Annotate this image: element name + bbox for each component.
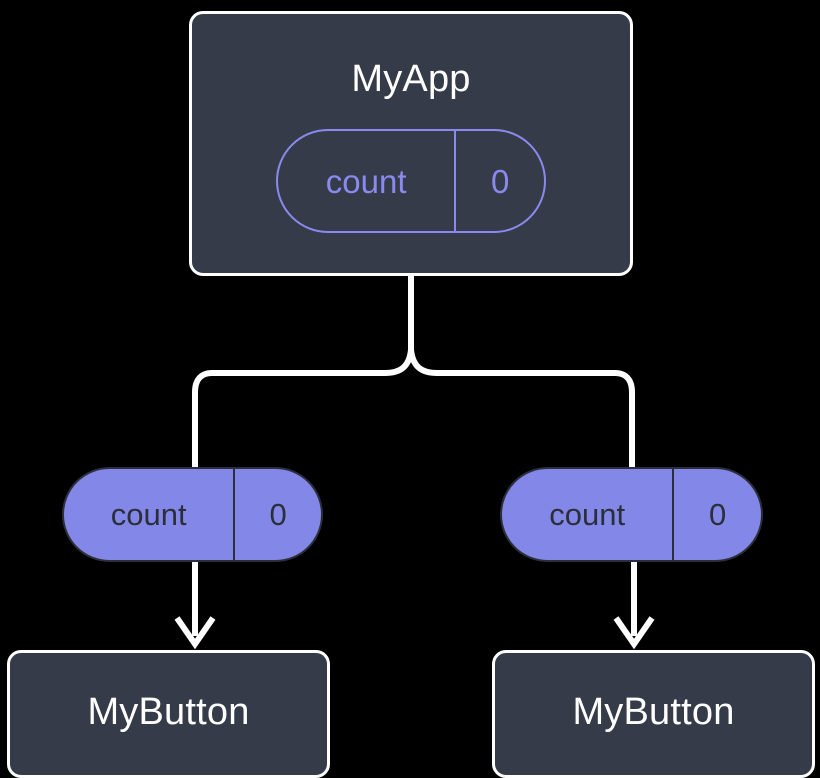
props-key-label: count (110, 497, 187, 532)
arrow-head-left (174, 616, 216, 650)
component-node-mybutton-right[interactable]: MyButton (492, 650, 815, 778)
component-name-mybutton-right: MyButton (572, 691, 735, 733)
connector-branch-right (408, 349, 635, 467)
state-value-label: 0 (454, 131, 544, 231)
arrow-head-right (613, 616, 655, 650)
state-pill-myapp-count[interactable]: count 0 (276, 129, 546, 233)
props-value-label: 0 (672, 469, 761, 560)
connector-branch-left (192, 349, 414, 467)
state-key-label: count (325, 162, 407, 200)
component-name-myapp: MyApp (351, 58, 471, 100)
component-node-mybutton-left[interactable]: MyButton (7, 650, 330, 778)
props-value-label: 0 (233, 469, 321, 560)
props-pill-right-count[interactable]: count 0 (500, 467, 763, 562)
props-key-label: count (549, 497, 626, 532)
props-pill-left-count[interactable]: count 0 (62, 467, 323, 562)
component-name-mybutton-left: MyButton (87, 691, 250, 733)
